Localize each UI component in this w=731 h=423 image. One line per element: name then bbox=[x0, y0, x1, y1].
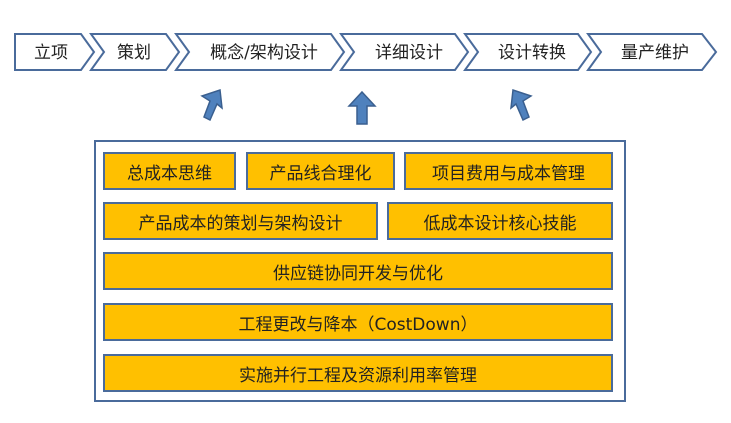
stage-label: 立项 bbox=[34, 43, 68, 63]
capability-supply-chain-collaboration: 供应链协同开发与优化 bbox=[103, 252, 613, 290]
capability-project-expense-cost-management: 项目费用与成本管理 bbox=[404, 152, 613, 190]
capability-concurrent-engineering-resource-utilization: 实施并行工程及资源利用率管理 bbox=[103, 354, 613, 392]
stage-label: 策划 bbox=[117, 43, 151, 63]
stage-mass-production: 量产维护 bbox=[586, 33, 718, 71]
stage-planning: 策划 bbox=[89, 33, 181, 71]
stage-detailed-design: 详细设计 bbox=[339, 33, 470, 71]
up-arrow-icon bbox=[200, 88, 223, 122]
up-arrow-icon bbox=[347, 90, 377, 125]
stage-concept-architecture: 概念/架构设计 bbox=[174, 33, 346, 71]
capability-low-cost-design-core-skills: 低成本设计核心技能 bbox=[387, 202, 613, 240]
process-flow: 立项 策划 概念/架构设计 详细设计 设计转换 量产维护 bbox=[14, 33, 718, 71]
capability-engineering-change-cost-down: 工程更改与降本（CostDown） bbox=[103, 303, 613, 341]
stage-label: 量产维护 bbox=[621, 43, 689, 63]
capability-total-cost-thinking: 总成本思维 bbox=[103, 152, 236, 190]
up-arrow-icon bbox=[510, 88, 533, 122]
capability-product-cost-planning-architecture: 产品成本的策划与架构设计 bbox=[103, 202, 378, 240]
stage-label: 设计转换 bbox=[498, 43, 566, 63]
stage-design-transfer: 设计转换 bbox=[463, 33, 593, 71]
stage-label: 详细设计 bbox=[375, 43, 443, 63]
capability-product-line-rationalization: 产品线合理化 bbox=[246, 152, 395, 190]
stage-label: 概念/架构设计 bbox=[210, 42, 318, 63]
stage-initiation: 立项 bbox=[14, 33, 96, 71]
